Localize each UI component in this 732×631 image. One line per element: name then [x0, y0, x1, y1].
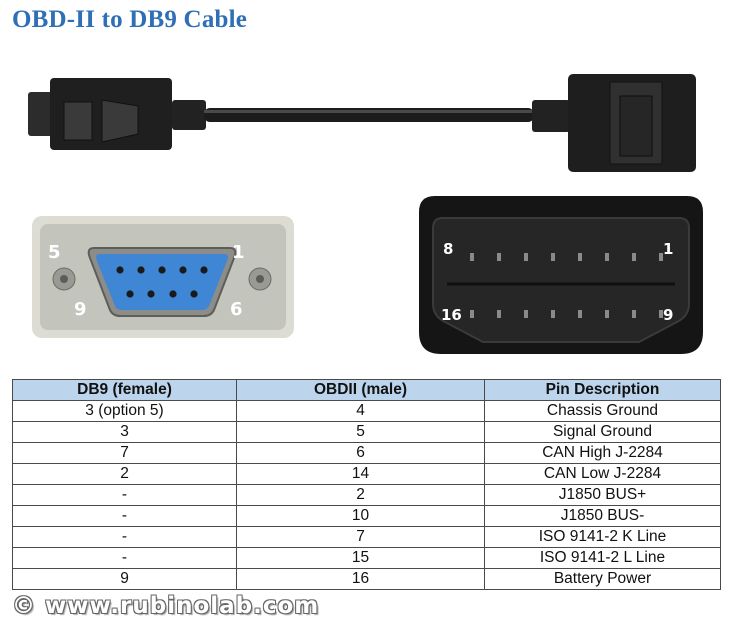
obdii-cell: 4 — [236, 400, 485, 422]
obd-pin-label-1: 1 — [663, 240, 673, 258]
table-row: - 10 J1850 BUS- — [12, 505, 721, 527]
table-row: 3 (option 5) 4 Chassis Ground — [12, 400, 721, 422]
description-cell: CAN Low J-2284 — [484, 463, 721, 485]
obd-pin-label-16: 16 — [441, 306, 462, 324]
obd-pin-label-9: 9 — [663, 306, 673, 324]
obdii-cell: 10 — [236, 505, 485, 527]
db9-pin-label-5: 5 — [48, 242, 61, 263]
obdii-cell: 5 — [236, 421, 485, 443]
obd-pin-label-8: 8 — [443, 240, 453, 258]
table-header-row: DB9 (female) OBDII (male) Pin Descriptio… — [12, 379, 721, 401]
db9-pin-label-6: 6 — [230, 299, 243, 320]
pinout-table: DB9 (female) OBDII (male) Pin Descriptio… — [12, 379, 721, 590]
header-db9: DB9 (female) — [12, 379, 237, 401]
description-cell: J1850 BUS- — [484, 505, 721, 527]
table-row: 3 5 Signal Ground — [12, 421, 721, 443]
db9-pin-label-9: 9 — [74, 299, 87, 320]
table-row: 9 16 Battery Power — [12, 568, 721, 590]
header-obdii: OBDII (male) — [236, 379, 485, 401]
obd2-connector-image: 8 1 16 9 — [419, 196, 703, 354]
db9-cell: 7 — [12, 442, 237, 464]
db9-cell: 9 — [12, 568, 237, 590]
obdii-cell: 14 — [236, 463, 485, 485]
table-row: - 15 ISO 9141-2 L Line — [12, 547, 721, 569]
description-cell: Battery Power — [484, 568, 721, 590]
copyright-watermark: © www.rubinolab.com — [12, 593, 320, 619]
table-row: - 2 J1850 BUS+ — [12, 484, 721, 506]
obdii-cell: 16 — [236, 568, 485, 590]
db9-cell: - — [12, 484, 237, 506]
table-row: - 7 ISO 9141-2 K Line — [12, 526, 721, 548]
header-pin-description: Pin Description — [484, 379, 721, 401]
description-cell: Chassis Ground — [484, 400, 721, 422]
obdii-cell: 15 — [236, 547, 485, 569]
db9-cell: - — [12, 547, 237, 569]
db9-pin-label-1: 1 — [232, 242, 245, 263]
db9-connector-image: 5 1 9 6 — [32, 216, 294, 338]
table-row: 2 14 CAN Low J-2284 — [12, 463, 721, 485]
obdii-cell: 2 — [236, 484, 485, 506]
description-cell: J1850 BUS+ — [484, 484, 721, 506]
table-row: 7 6 CAN High J-2284 — [12, 442, 721, 464]
page-title: OBD-II to DB9 Cable — [12, 6, 248, 33]
description-cell: ISO 9141-2 K Line — [484, 526, 721, 548]
db9-cell: 3 — [12, 421, 237, 443]
description-cell: Signal Ground — [484, 421, 721, 443]
db9-cell: 2 — [12, 463, 237, 485]
obdii-cell: 6 — [236, 442, 485, 464]
db9-cell: 3 (option 5) — [12, 400, 237, 422]
db9-cell: - — [12, 526, 237, 548]
db9-cell: - — [12, 505, 237, 527]
description-cell: CAN High J-2284 — [484, 442, 721, 464]
description-cell: ISO 9141-2 L Line — [484, 547, 721, 569]
cable-image — [28, 74, 696, 172]
obdii-cell: 7 — [236, 526, 485, 548]
